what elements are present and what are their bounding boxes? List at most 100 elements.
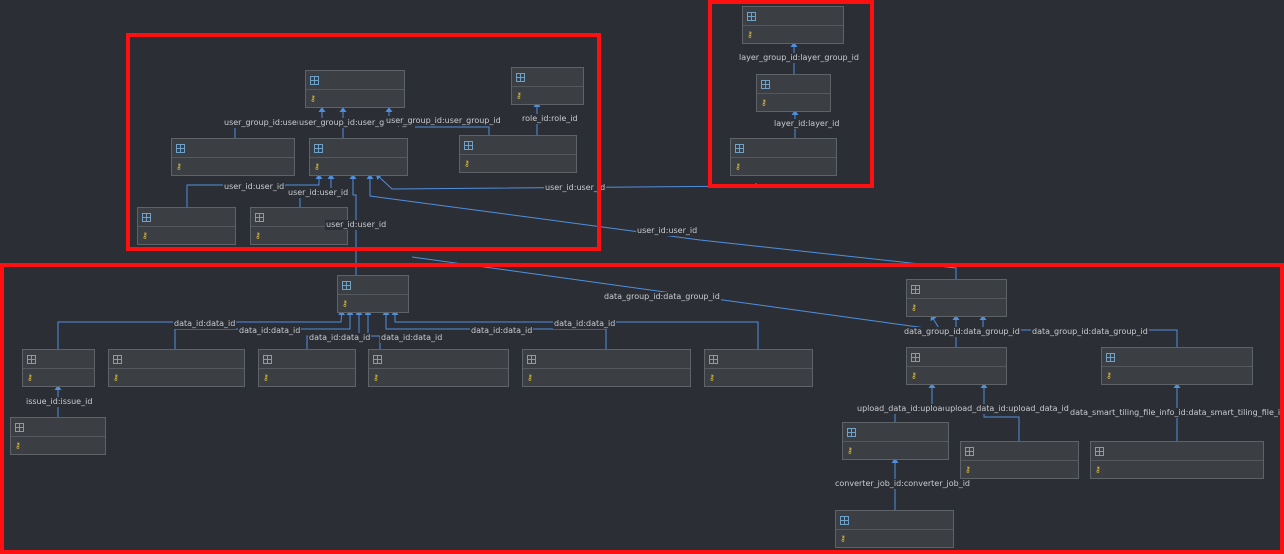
relation-line [369,174,957,279]
column-row[interactable]: ⚷ [512,87,583,105]
table-data-object-attribute[interactable]: ⚷ [108,349,245,387]
arrowhead [315,174,323,179]
column-row[interactable]: ⚷ [961,461,1078,479]
key-icon: ⚷ [142,231,148,240]
column-row[interactable]: ⚷ [310,158,407,176]
table-issue[interactable]: ⚷ [22,349,95,387]
table-data-attribute-file-info[interactable]: ⚷ [368,349,509,387]
table-upload-data-file[interactable]: ⚷ [960,441,1079,479]
column-row[interactable]: ⚷ [705,369,812,387]
column-row[interactable]: ⚷ [369,369,508,387]
table-header [523,350,690,369]
column-row[interactable]: ⚷ [251,227,347,245]
column-row[interactable]: ⚷ [460,155,576,173]
table-role[interactable]: ⚷ [511,67,584,105]
relation-label: user_group_id:user_group_id [385,116,502,126]
table-header [259,350,355,369]
column-row[interactable]: ⚷ [23,369,94,387]
relation-label: data_id:data_id [238,326,302,336]
table-icon [911,352,920,362]
arrowhead [790,42,798,47]
key-icon: ⚷ [735,162,741,171]
column-row[interactable]: ⚷ [172,158,294,176]
key-icon: ⚷ [911,303,917,312]
table-data-smart-tiling-file-parse-log[interactable]: ⚷ [1090,441,1264,479]
table-data-attribute[interactable]: ⚷ [704,349,813,387]
table-data-info[interactable]: ⚷ [337,275,409,313]
column-row[interactable]: ⚷ [306,90,404,108]
column-row[interactable]: ⚷ [138,227,235,245]
relation-label: converter_job_id:converter_job_id [834,479,971,489]
relation-label: data_group_id:data_group_id [1031,327,1149,337]
column-row[interactable]: ⚷ [907,299,1006,317]
relation-label: user_group_id:user_group_id [298,118,415,128]
highlight-frame [126,33,601,251]
table-issue-detail[interactable]: ⚷ [10,417,106,455]
table-user-group-role[interactable]: ⚷ [459,135,577,173]
key-icon: ⚷ [263,373,269,382]
column-row[interactable]: ⚷ [757,94,830,112]
table-upload-data[interactable]: ⚷ [906,347,1007,385]
relation-label: issue_id:issue_id [25,397,94,407]
key-icon: ⚷ [1095,465,1101,474]
relation-label: user_group_id:user_group_id [223,118,340,128]
table-user-info[interactable]: ⚷ [309,138,408,176]
key-icon: ⚷ [464,159,470,168]
arrowhead [928,383,936,388]
column-row[interactable]: ⚷ [843,442,948,460]
key-icon: ⚷ [15,441,21,450]
key-icon: ⚷ [911,371,917,380]
relation-label: data_id:data_id [470,326,534,336]
table-icon [314,143,323,153]
table-icon [709,354,718,364]
table-header [369,350,508,369]
table-icon [847,427,856,437]
table-icon [911,284,920,294]
column-row[interactable]: ⚷ [109,369,244,387]
table-icon [342,280,351,290]
table-data-info-origin[interactable]: ⚷ [258,349,356,387]
key-icon: ⚷ [314,162,320,171]
table-converter-job-file[interactable]: ⚷ [835,510,954,548]
table-layer-file-info[interactable]: ⚷ [730,138,837,176]
column-row[interactable]: ⚷ [731,158,836,176]
column-row[interactable]: ⚷ [11,437,105,455]
table-converter-job[interactable]: ⚷ [842,422,949,460]
table-layer-group[interactable]: ⚷ [742,6,844,44]
relation-label: data_smart_tiling_file_info_id:data_smar… [1069,408,1284,418]
table-icon [735,143,744,153]
table-header [23,350,94,369]
column-row[interactable]: ⚷ [338,295,408,313]
table-icon [27,354,36,364]
table-user-group[interactable]: ⚷ [305,70,405,108]
table-user-group-menu[interactable]: ⚷ [171,138,295,176]
table-data-smart-tiling-file-info[interactable]: ⚷ [1101,347,1253,385]
column-row[interactable]: ⚷ [1091,461,1263,479]
key-icon: ⚷ [373,373,379,382]
table-header [1102,348,1252,367]
highlight-frame [708,0,874,188]
arrowhead [366,174,374,179]
column-row[interactable]: ⚷ [1102,367,1252,385]
arrowhead [327,174,335,179]
table-icon [965,446,974,456]
key-icon: ⚷ [176,162,182,171]
arrowhead [318,107,326,112]
table-header [338,276,408,295]
column-row[interactable]: ⚷ [743,26,843,44]
table-user-policy[interactable]: ⚷ [137,207,236,245]
relation-label: user_id:user_id [287,188,350,198]
column-row[interactable]: ⚷ [907,367,1006,385]
table-layer[interactable]: ⚷ [756,74,831,112]
table-data-object-attribute-file-info[interactable]: ⚷ [522,349,691,387]
table-data-group[interactable]: ⚷ [906,279,1007,317]
key-icon: ⚷ [1106,371,1112,380]
relation-line [983,383,1020,441]
table-header [757,75,830,94]
column-row[interactable]: ⚷ [523,369,690,387]
arrowhead [952,315,960,320]
column-row[interactable]: ⚷ [836,530,953,548]
arrowhead [385,107,393,112]
column-row[interactable]: ⚷ [259,369,355,387]
relation-label: data_id:data_id [380,333,444,343]
